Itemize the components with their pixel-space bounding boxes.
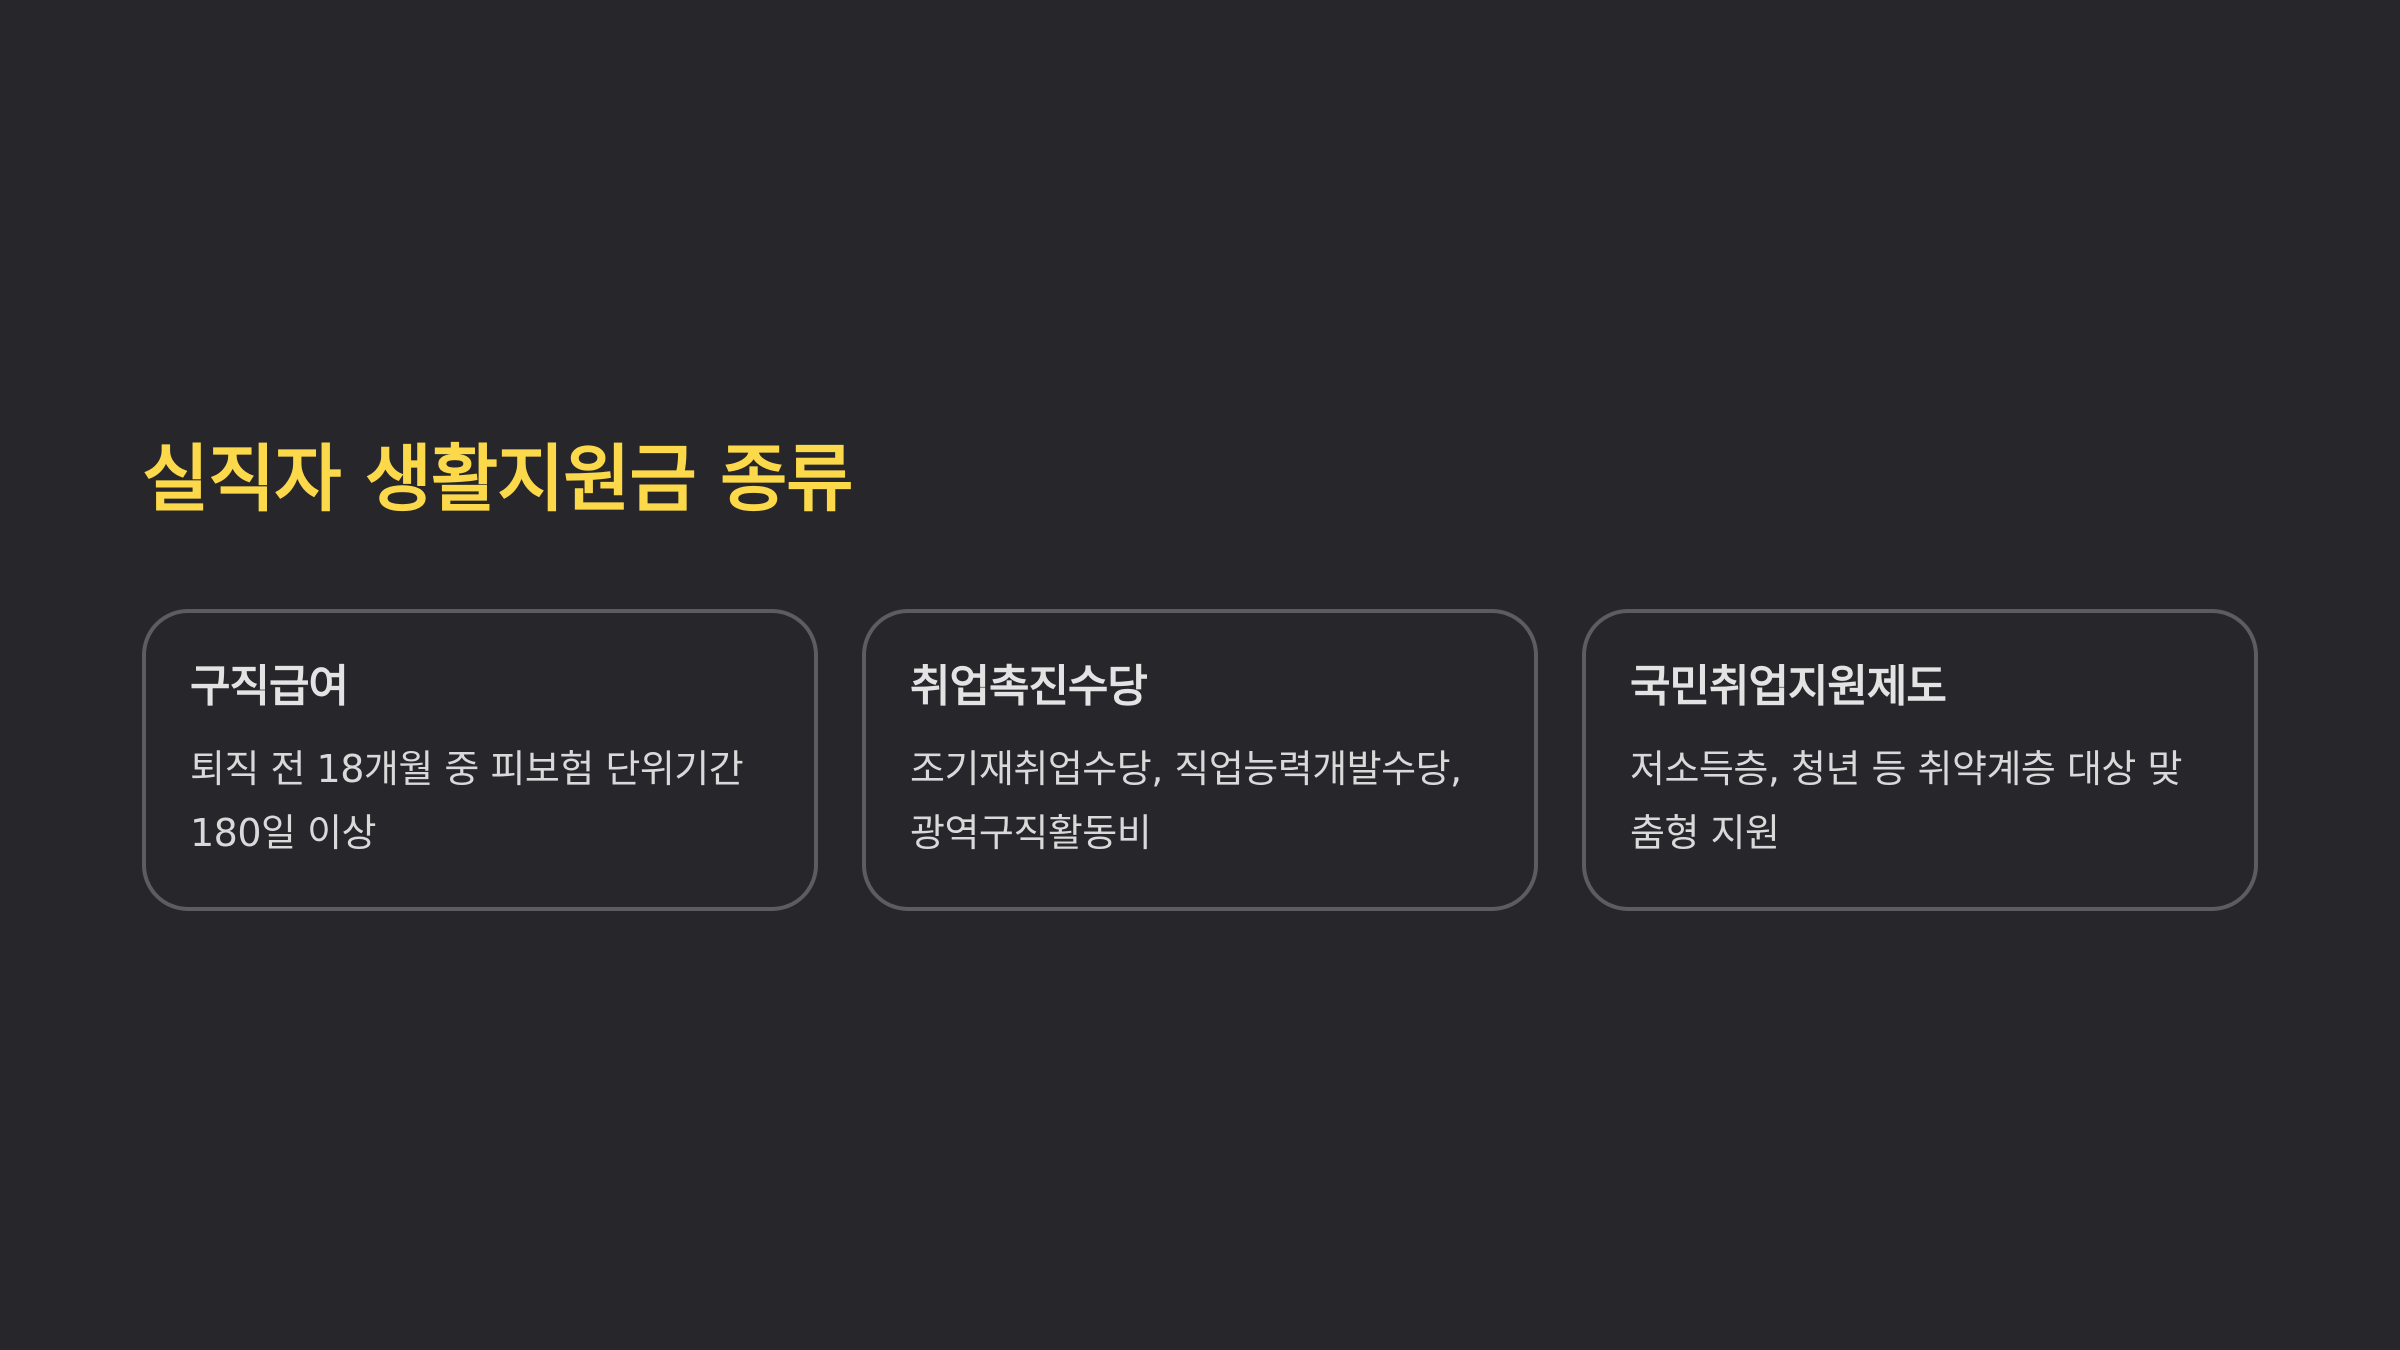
card-title: 구직급여 xyxy=(190,661,349,712)
card-description: 퇴직 전 18개월 중 피보험 단위기간 180일 이상 xyxy=(190,747,744,855)
card-title: 취업촉진수당 xyxy=(910,661,1148,712)
slide-title: 실직자 생활지원금 종류 xyxy=(142,437,853,522)
slide-content: 실직자 생활지원금 종류 구직급여 퇴직 전 18개월 중 피보험 단위기간 1… xyxy=(142,430,2258,911)
card-description: 조기재취업수당, 직업능력개발수당, 광역구직활동비 xyxy=(910,747,1462,855)
card-description: 저소득층, 청년 등 취약계층 대상 맞춤형 지원 xyxy=(1630,747,2182,855)
card-job-seeking-benefit: 구직급여 퇴직 전 18개월 중 피보험 단위기간 180일 이상 xyxy=(142,609,818,911)
card-national-employment-support: 국민취업지원제도 저소득층, 청년 등 취약계층 대상 맞춤형 지원 xyxy=(1582,609,2258,911)
card-row: 구직급여 퇴직 전 18개월 중 피보험 단위기간 180일 이상 취업촉진수당… xyxy=(142,609,2258,911)
card-employment-promotion-allowance: 취업촉진수당 조기재취업수당, 직업능력개발수당, 광역구직활동비 xyxy=(862,609,1538,911)
card-title: 국민취업지원제도 xyxy=(1630,661,1947,712)
